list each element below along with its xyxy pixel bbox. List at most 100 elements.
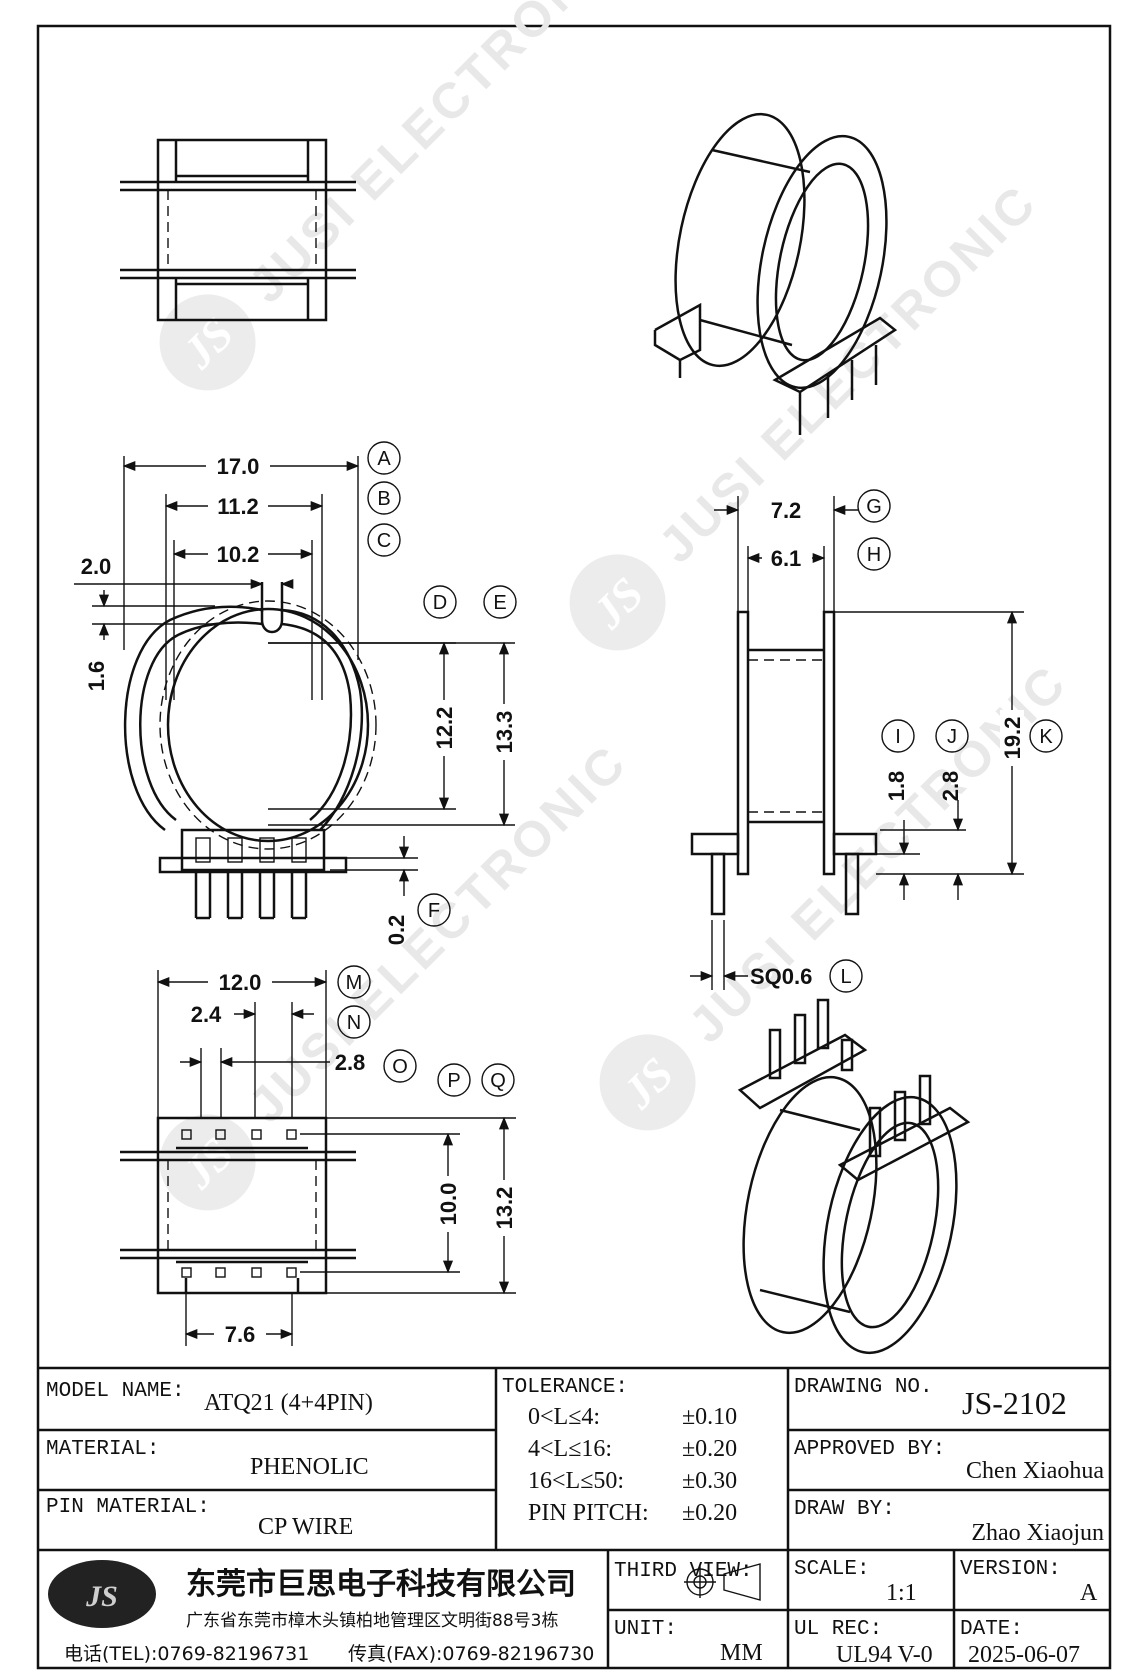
drawing-no-label: DRAWING NO.: [794, 1376, 933, 1399]
unit-label: UNIT:: [614, 1618, 677, 1641]
dim-b: 11.2: [217, 494, 259, 519]
sheet-border: [36, 24, 1112, 1670]
isometric-view-top: [653, 112, 898, 435]
callout-e: E: [483, 585, 517, 619]
dim-pin-offset: 2.0: [81, 554, 112, 579]
callout-i: I: [881, 719, 915, 753]
svg-text:G: G: [866, 496, 882, 518]
isometric-view-bottom: [737, 998, 971, 1355]
dim-g: 7.2: [771, 498, 802, 523]
svg-text:F: F: [428, 900, 440, 922]
tolerance-range: 16<L≤50:: [528, 1468, 624, 1494]
unit: MM: [720, 1640, 763, 1666]
model-name-label: MODEL NAME:: [46, 1380, 185, 1403]
pin-material-label: PIN MATERIAL:: [46, 1496, 210, 1519]
callout-k: K: [1029, 719, 1063, 753]
svg-text:P: P: [447, 1070, 460, 1092]
scale: 1:1: [886, 1580, 917, 1606]
date: 2025-06-07: [968, 1642, 1080, 1668]
tolerance-range: 0<L≤4:: [528, 1404, 600, 1430]
bottom-view: 12.0 2.4 2.8 10.0 13.2 7.6: [120, 968, 517, 1348]
tolerance-value: ±0.20: [682, 1500, 737, 1526]
draw-by-label: DRAW BY:: [794, 1498, 895, 1521]
dim-e: 13.3: [492, 711, 517, 754]
dim-pin-span: 7.6: [225, 1322, 256, 1347]
approved-by-label: APPROVED BY:: [794, 1438, 945, 1461]
version-label: VERSION:: [960, 1558, 1061, 1581]
date-label: DATE:: [960, 1618, 1023, 1641]
material: PHENOLIC: [250, 1454, 369, 1480]
callout-h: H: [857, 537, 891, 571]
dim-m: 12.0: [219, 970, 262, 995]
title-block: MODEL NAME: ATQ21 (4+4PIN) MATERIAL: PHE…: [38, 1366, 1110, 1668]
svg-text:E: E: [493, 592, 506, 614]
callout-f: F: [417, 893, 451, 927]
pin-material: CP WIRE: [258, 1514, 353, 1540]
callout-o: O: [383, 1049, 417, 1083]
dim-l: SQ0.6: [750, 964, 812, 989]
callout-l: L: [829, 959, 863, 993]
dim-n: 2.4: [191, 1002, 222, 1027]
callouts: A B C D E F G H I J K L M N O P Q: [337, 441, 1063, 1097]
callout-b: B: [367, 481, 401, 515]
tolerance-value: ±0.20: [682, 1436, 737, 1462]
version: A: [1080, 1580, 1098, 1606]
tolerance-value: ±0.10: [682, 1404, 737, 1430]
tolerance-range: 4<L≤16:: [528, 1436, 612, 1462]
scale-label: SCALE:: [794, 1558, 870, 1581]
dim-h: 6.1: [771, 546, 802, 571]
callout-c: C: [367, 523, 401, 557]
svg-text:O: O: [392, 1056, 408, 1078]
callout-p: P: [437, 1063, 471, 1097]
approved-by: Chen Xiaohua: [966, 1458, 1104, 1484]
svg-text:H: H: [867, 544, 881, 566]
callout-q: Q: [481, 1063, 515, 1097]
callout-m: M: [337, 965, 371, 999]
svg-text:Q: Q: [490, 1070, 506, 1092]
svg-text:L: L: [840, 966, 851, 988]
svg-text:C: C: [377, 530, 391, 552]
svg-text:M: M: [346, 972, 363, 994]
svg-text:A: A: [377, 448, 391, 470]
company-address: 广东省东莞市樟木头镇柏地管理区文明街88号3栋: [186, 1611, 558, 1631]
dim-j: 2.8: [938, 771, 963, 802]
ul-rec: UL94 V-0: [836, 1642, 933, 1668]
front-view: 17.0 11.2 10.2 2.0 1.6 12.2 13.3: [74, 452, 517, 945]
dim-k: 19.2: [1000, 717, 1025, 760]
dim-i: 1.8: [884, 771, 909, 802]
svg-text:K: K: [1039, 726, 1053, 748]
model-name: ATQ21 (4+4PIN): [204, 1390, 373, 1416]
dim-a: 17.0: [217, 454, 260, 479]
third-view-label: THIRD VIEW:: [614, 1560, 753, 1583]
svg-text:B: B: [377, 488, 390, 510]
dim-top-gap: 1.6: [84, 661, 109, 692]
svg-text:J: J: [947, 726, 957, 748]
draw-by: Zhao Xiaojun: [971, 1520, 1104, 1546]
drawing-no: JS-2102: [962, 1385, 1067, 1421]
company-name: 东莞市巨思电子科技有限公司: [186, 1567, 576, 1602]
tolerance-range: PIN PITCH:: [528, 1500, 649, 1526]
material-label: MATERIAL:: [46, 1438, 159, 1461]
ul-rec-label: UL REC:: [794, 1618, 882, 1641]
top-view: [120, 138, 356, 322]
callout-d: D: [423, 585, 457, 619]
side-view: 7.2 6.1 19.2 1.8 2.8 SQ0.6: [690, 494, 1025, 990]
third-angle-projection-icon: [684, 1563, 761, 1601]
dim-q: 13.2: [492, 1187, 517, 1230]
tolerance-label: TOLERANCE:: [502, 1376, 628, 1399]
dim-c: 10.2: [217, 542, 260, 567]
svg-text:D: D: [433, 592, 447, 614]
svg-text:N: N: [347, 1012, 361, 1034]
callout-a: A: [367, 441, 401, 475]
callout-g: G: [857, 489, 891, 523]
company-tel: 电话(TEL):0769-82196731: [64, 1643, 309, 1665]
dim-f: 0.2: [384, 915, 409, 946]
watermark-brand: JUSI ELECTRONIC: [238, 0, 638, 313]
watermark-brand: JUSI ELECTRONIC: [238, 733, 638, 1133]
dim-o: 2.8: [335, 1050, 366, 1075]
svg-text:I: I: [895, 726, 901, 748]
callout-j: J: [935, 719, 969, 753]
watermark-brand: JUSI ELECTRONIC: [648, 173, 1048, 573]
tolerance-value: ±0.30: [682, 1468, 737, 1494]
